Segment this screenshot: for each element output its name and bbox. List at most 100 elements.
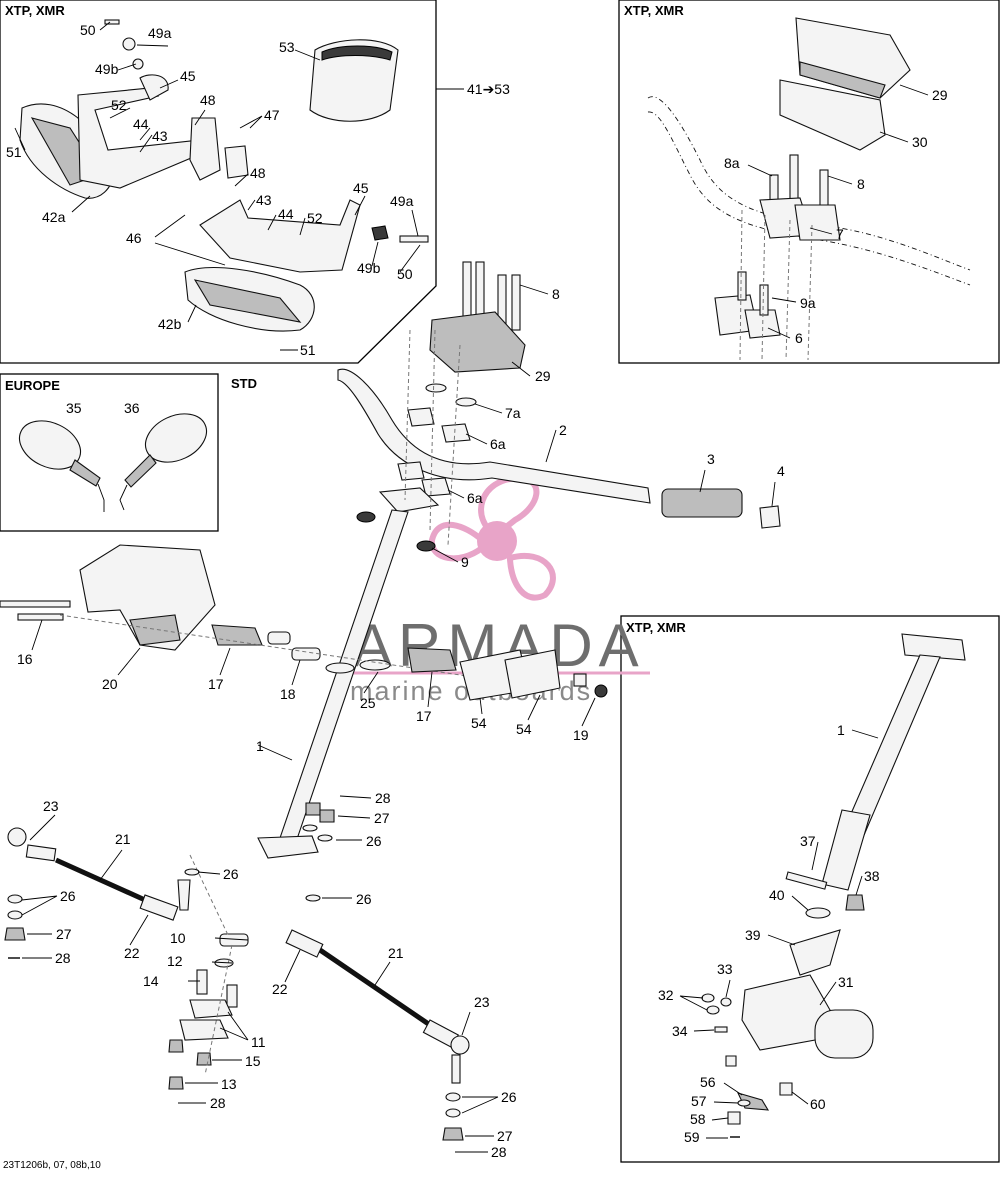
part-16-bolt <box>0 600 71 608</box>
callout-44: 44 <box>133 116 149 132</box>
callout-36: 36 <box>124 400 140 416</box>
std-clamp-stack <box>356 261 526 552</box>
part-23-end <box>7 827 27 847</box>
hardware-left <box>4 894 26 959</box>
callout-7: 7 <box>836 226 844 242</box>
callout-43: 43 <box>256 192 272 208</box>
callout-27: 27 <box>374 810 390 826</box>
handguard-assembly-lower <box>184 199 429 332</box>
callout-20: 20 <box>102 676 118 692</box>
callout-57: 57 <box>691 1093 707 1109</box>
callout-30: 30 <box>912 134 928 150</box>
part-53-grip-cover <box>309 39 399 122</box>
callout-42b: 42b <box>158 316 182 332</box>
tie-rod-left <box>7 827 191 921</box>
callouts-left-panel: 50 49a 49b 45 52 48 47 44 43 51 42a 48 4… <box>6 21 421 358</box>
callout-54: 54 <box>471 715 487 731</box>
callout-15: 15 <box>245 1053 261 1069</box>
callout-28: 28 <box>375 790 391 806</box>
xtp-clamp-bolts <box>714 154 841 361</box>
callouts-std: 8 29 7a 2 6a 3 4 6a 9 16 20 17 18 25 17 … <box>17 284 785 1160</box>
callout-27: 27 <box>497 1128 513 1144</box>
panel-xtp-bottom <box>620 615 1000 1163</box>
part-60-cap <box>779 1082 793 1096</box>
panel-title-xtp-left: XTP, XMR <box>5 3 65 18</box>
callout-12: 12 <box>167 953 183 969</box>
callout-23: 23 <box>43 798 59 814</box>
callout-49a: 49a <box>148 25 172 41</box>
callout-48: 48 <box>200 92 216 108</box>
callout-37: 37 <box>800 833 816 849</box>
panel-title-xtp-bottom: XTP, XMR <box>626 620 686 635</box>
callout-21: 21 <box>115 831 131 847</box>
callout-60: 60 <box>810 1096 826 1112</box>
part-32-bolt <box>701 993 715 1003</box>
callout-45: 45 <box>180 68 196 84</box>
part-20-bracket <box>79 544 216 651</box>
part-49a-upper <box>122 37 136 51</box>
callout-44: 44 <box>278 206 294 222</box>
steering-column-std <box>257 509 409 859</box>
steering-column-top-plate <box>378 487 440 513</box>
part-33-washer <box>720 997 732 1007</box>
callout-33: 33 <box>717 961 733 977</box>
panel-title-europe: EUROPE <box>5 378 60 393</box>
callout-6a: 6a <box>490 436 506 452</box>
callout-47: 47 <box>264 107 280 123</box>
callout-56: 56 <box>700 1074 716 1090</box>
part-50-lower <box>399 235 429 243</box>
callout-49b: 49b <box>357 260 381 276</box>
callout-26: 26 <box>223 866 239 882</box>
lower-bearing-stack <box>168 854 249 1090</box>
callouts-right-panel: 29 30 8a 8 7 9a 6 <box>724 84 948 346</box>
callout-28: 28 <box>491 1144 507 1160</box>
part-6a-clamp-lower <box>421 477 451 497</box>
callout-53: 53 <box>279 39 295 55</box>
callout-2: 2 <box>559 422 567 438</box>
callout-43: 43 <box>152 128 168 144</box>
callout-39: 39 <box>745 927 761 943</box>
part-2-handlebar <box>337 368 651 504</box>
callout-9a: 9a <box>800 295 816 311</box>
part-39-boot <box>789 929 841 976</box>
part-18-spacer <box>291 647 321 661</box>
part-49b-lower <box>371 225 389 241</box>
callout-11: 11 <box>251 1034 266 1050</box>
callout-10: 10 <box>170 930 186 946</box>
label-std: STD <box>231 376 257 391</box>
part-31-motor <box>814 1009 874 1059</box>
support-bracket <box>0 544 608 701</box>
part-4-end-plug <box>759 505 781 529</box>
callout-58: 58 <box>690 1111 706 1127</box>
part-23-end-b <box>450 1035 470 1055</box>
part-45-lower <box>199 199 361 273</box>
callout-18: 18 <box>280 686 296 702</box>
callout-25: 25 <box>360 695 376 711</box>
callout-49b: 49b <box>95 61 119 77</box>
callout-49a: 49a <box>390 193 414 209</box>
propeller-hub <box>477 521 517 561</box>
part-7a-washer <box>455 397 477 407</box>
callout-45: 45 <box>353 180 369 196</box>
part-35-mirror <box>18 420 82 470</box>
callout-34: 34 <box>672 1023 688 1039</box>
callout-29: 29 <box>932 87 948 103</box>
callout-42a: 42a <box>42 209 66 225</box>
callout-22: 22 <box>272 981 288 997</box>
part-21-rod-b <box>318 947 432 1028</box>
part-29-cover-std <box>429 311 526 373</box>
callout-52: 52 <box>111 97 127 113</box>
callout-6a: 6a <box>467 490 483 506</box>
xtp-top-plate <box>901 633 966 661</box>
callout-1: 1 <box>837 722 845 738</box>
callout-3: 3 <box>707 451 715 467</box>
part-22-end-b <box>285 929 324 958</box>
callout-51: 51 <box>300 342 316 358</box>
callout-17: 17 <box>416 708 432 724</box>
callout-29: 29 <box>535 368 551 384</box>
callout-26: 26 <box>501 1089 517 1105</box>
callout-7a: 7a <box>505 405 521 421</box>
callout-50: 50 <box>80 22 96 38</box>
part-19-nut <box>594 684 608 698</box>
callout-54: 54 <box>516 721 532 737</box>
